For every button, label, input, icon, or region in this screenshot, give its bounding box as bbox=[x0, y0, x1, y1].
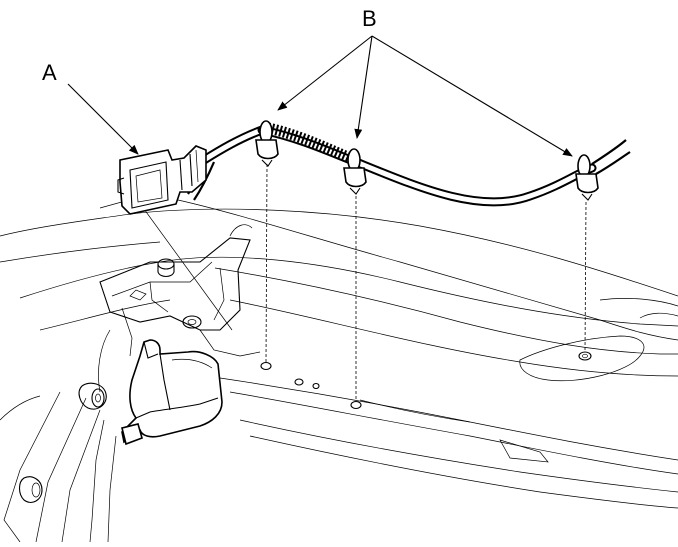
harness-clip-3 bbox=[575, 154, 599, 201]
label-a: A bbox=[42, 60, 57, 85]
leader-lines bbox=[67, 35, 573, 157]
harness-guide-line bbox=[177, 199, 678, 341]
connector-a bbox=[117, 145, 207, 215]
frame-holes bbox=[260, 351, 592, 410]
wire-harness bbox=[187, 122, 631, 207]
harness-clip-2 bbox=[343, 148, 367, 195]
mounting-bracket bbox=[98, 224, 261, 393]
harness-clip-1 bbox=[255, 120, 279, 167]
suspension-link bbox=[0, 382, 117, 543]
label-b: B bbox=[362, 6, 377, 31]
sensor-module bbox=[121, 339, 223, 446]
frame-outline bbox=[0, 208, 678, 509]
install-lines bbox=[265, 163, 587, 401]
